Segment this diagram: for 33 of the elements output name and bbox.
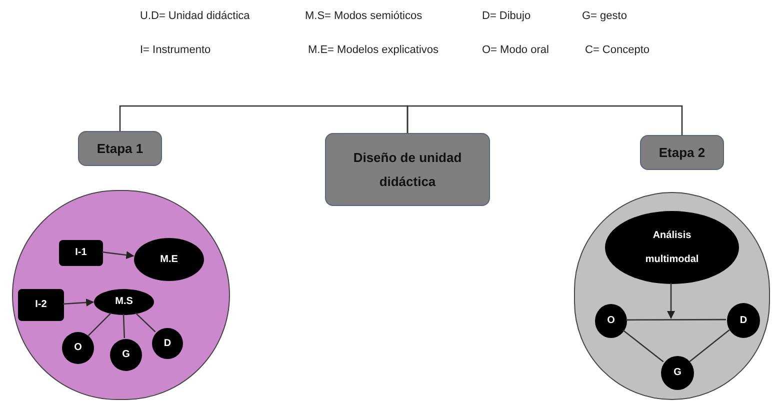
abbreviation-note: C= Concepto (585, 43, 650, 58)
abbreviation-note: U.D= Unidad didáctica (140, 9, 250, 24)
ellipse-node: M.S (94, 289, 154, 315)
abbreviation-note: M.E= Modelos explicativos (308, 43, 439, 58)
abbreviation-note: G= gesto (582, 9, 627, 24)
process-box: Diseño de unidad didáctica (325, 133, 490, 206)
connector-line (119, 105, 408, 133)
connector-line (122, 314, 126, 338)
ellipse-node: Análisis multimodal (605, 211, 739, 284)
abbreviation-note: O= Modo oral (482, 43, 549, 58)
connector-line (622, 330, 664, 362)
connector-line (88, 312, 112, 336)
arrow (62, 298, 94, 307)
instrument-box: I-2 (18, 289, 64, 321)
instrument-box: I-1 (59, 240, 103, 266)
ellipse-node: M.E (134, 238, 204, 281)
connector-line (689, 330, 730, 362)
connector-line (406, 105, 683, 135)
ellipse-node: G (110, 339, 142, 371)
arrow (102, 251, 134, 260)
abbreviation-note: M.S= Modos semióticos (305, 9, 422, 24)
ellipse-node: D (152, 328, 183, 359)
arrow (667, 283, 675, 319)
ellipse-node: D (727, 303, 760, 338)
ellipse-node: G (661, 356, 694, 390)
ellipse-node: O (62, 332, 94, 364)
abbreviation-note: I= Instrumento (140, 43, 211, 58)
process-box: Etapa 1 (78, 131, 162, 166)
abbreviation-note: D= Dibujo (482, 9, 531, 24)
connector-line (134, 312, 156, 332)
ellipse-node: O (595, 304, 627, 338)
process-box: Etapa 2 (640, 135, 724, 170)
connector-line (626, 318, 726, 321)
